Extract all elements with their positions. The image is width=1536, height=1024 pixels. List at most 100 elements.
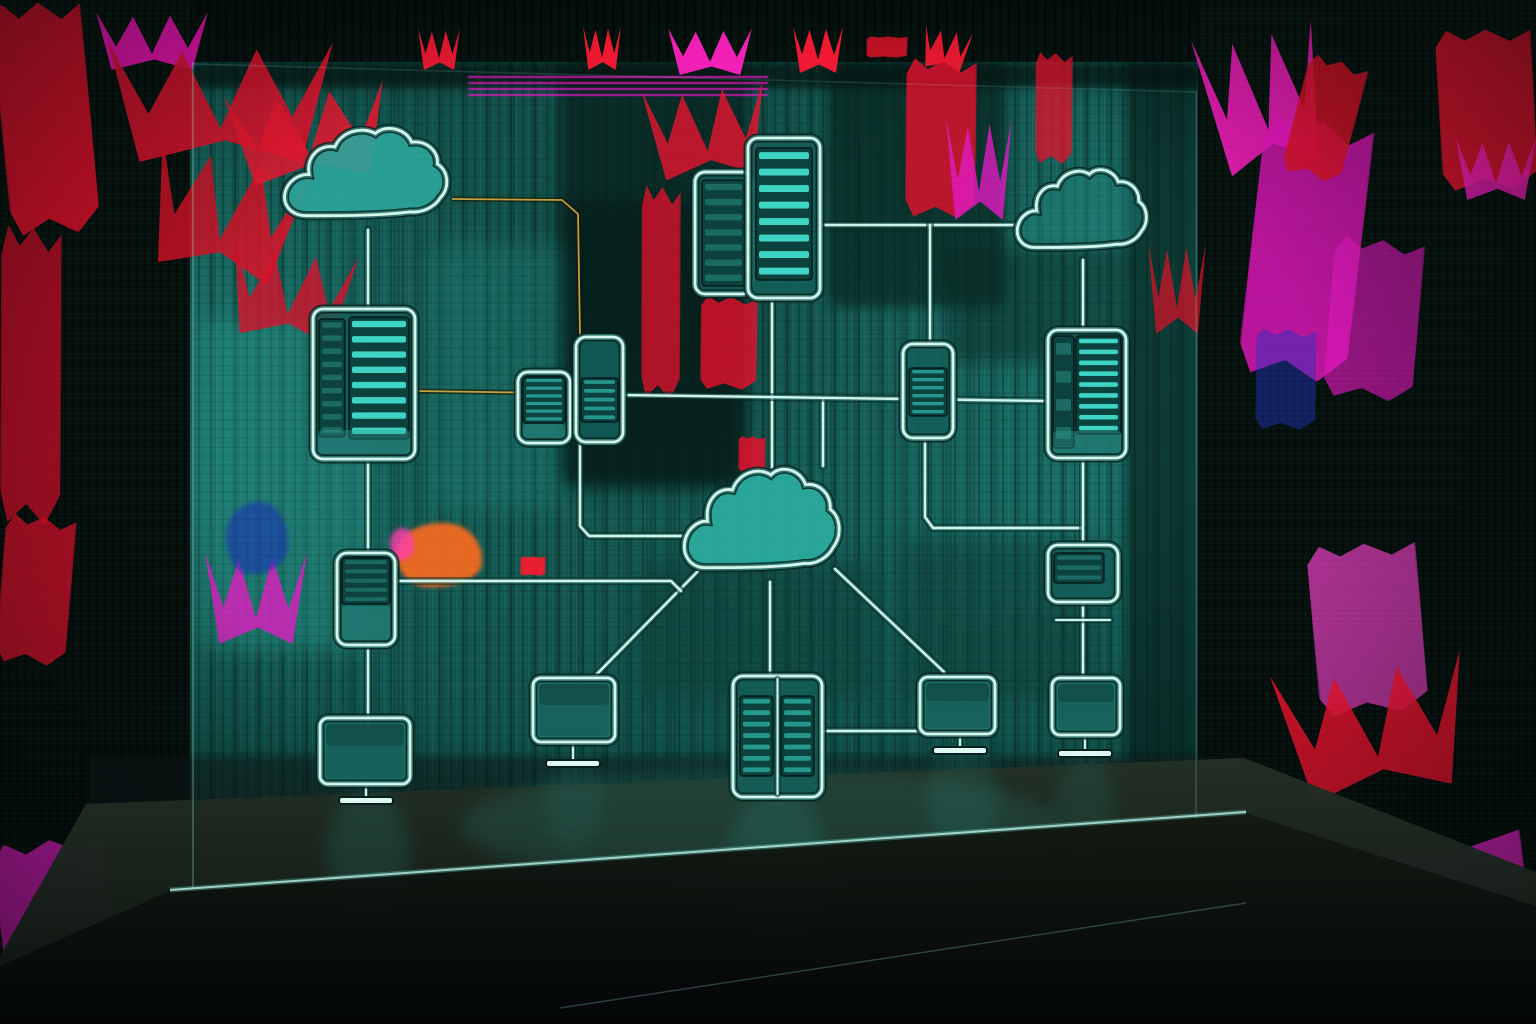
frame-lines-layer	[192, 62, 1197, 888]
cloud-top-left-outline	[283, 127, 449, 218]
device-mid-tall-slot	[584, 389, 615, 393]
device-mid-small-slot	[526, 409, 562, 413]
device-mid-tall-outline	[574, 335, 625, 444]
diag-cloud-to-monitor-right	[833, 567, 946, 674]
server-tower-front-slot	[759, 201, 809, 209]
rack-right-slot	[1056, 427, 1071, 439]
monitor-bottom-left	[315, 713, 415, 805]
server-tower-back-slot	[705, 183, 742, 191]
rack-left-slot	[322, 400, 342, 407]
rack-right-slot	[1079, 360, 1118, 366]
device-mid-tall-slot	[584, 397, 615, 402]
rack-right-outline	[1046, 328, 1128, 460]
monitor-center-left	[528, 673, 620, 768]
monitor-center-left-screen-shade	[539, 684, 609, 705]
monitor-nodes-layer	[315, 672, 1125, 805]
rack-left-slot	[352, 320, 406, 328]
server-tower-back	[690, 167, 757, 299]
cloud-top-left	[280, 123, 452, 221]
server-pair-bottom-slot	[784, 744, 811, 750]
box-right-small-slot	[1057, 555, 1101, 560]
box-right-small	[1043, 540, 1123, 607]
server-tower-back-slot	[705, 198, 742, 206]
cloud-center-outline	[682, 467, 841, 570]
box-left-small-slot	[345, 578, 387, 583]
server-right-small-slot	[912, 402, 944, 406]
device-mid-small-slot	[526, 378, 562, 383]
box-right-small-slot	[1057, 565, 1101, 570]
server-right-small-slot	[912, 370, 944, 374]
monitor-right-screen	[926, 683, 989, 728]
device-mid-tall	[571, 332, 628, 447]
rack-right-slot	[1079, 404, 1118, 409]
cloud-top-right-outline	[1015, 168, 1148, 249]
rack-right	[1043, 325, 1131, 463]
box-left-small	[332, 548, 400, 650]
cloud-center	[679, 464, 844, 573]
floor-edge-line	[169, 811, 1247, 891]
rack-left-slot	[322, 387, 342, 394]
box-right-small-outline	[1046, 543, 1120, 604]
bus-mid-right	[620, 393, 1050, 403]
rack-left-lower-bay	[318, 430, 410, 454]
box-left-small-slot	[345, 597, 387, 601]
rack-left-slot	[322, 361, 342, 368]
monitor-right-stand-base	[932, 746, 988, 755]
server-right-small-slot	[912, 378, 944, 382]
rack-left-outline	[311, 307, 417, 461]
monitor-bottom-left-outline	[318, 716, 412, 786]
server-right-small-outline	[901, 342, 955, 440]
floor-layer	[0, 744, 1536, 1024]
server-tower-front-panel-0	[755, 147, 813, 281]
rack-left-slot	[352, 397, 406, 404]
server-pair-bottom	[728, 671, 827, 802]
server-tower-back-slot	[705, 274, 742, 282]
rack-left-slot	[322, 414, 342, 420]
server-right-small-slot	[912, 386, 944, 390]
server-pair-bottom-slot	[784, 756, 811, 761]
device-mid-tall-slot	[584, 380, 615, 384]
cloud-top-right	[1012, 165, 1151, 253]
rack-right-slot	[1079, 349, 1118, 355]
monitor-right-outline	[918, 675, 997, 736]
rack-left-slot	[352, 336, 406, 343]
monitor-far-right-screen	[1058, 684, 1114, 729]
rack-left-slot	[352, 412, 406, 419]
server-pair-bottom-slot	[743, 756, 770, 761]
monitor-far-right-outline	[1050, 676, 1122, 737]
server-pair-bottom-slot	[784, 767, 811, 773]
rack-left-slot	[352, 427, 406, 434]
server-pair-bottom-slot	[784, 698, 811, 704]
server-tower-front-slot	[759, 251, 809, 259]
monitor-center-left-outline	[531, 676, 617, 744]
server-tower-front-slot	[759, 168, 809, 176]
connection-lines-layer	[364, 196, 1114, 735]
device-mid-tall-slot	[584, 415, 615, 420]
box-right-small-slot	[1057, 575, 1101, 580]
rack-right-slot	[1079, 338, 1118, 344]
monitor-far-right-screen-shade	[1058, 684, 1114, 702]
elbow-device-to-cloud	[578, 439, 688, 538]
server-right-small-slot	[912, 410, 944, 414]
server-pair-bottom-slot	[784, 710, 811, 716]
device-mid-tall-slot	[584, 406, 615, 411]
server-tower-back-slot	[705, 259, 742, 266]
server-tower-back-slot	[705, 229, 742, 236]
rack-right-slot	[1079, 414, 1118, 420]
monitor-center-left-stand-base	[545, 759, 601, 768]
rack-left-slot	[322, 427, 342, 433]
server-tower-front-slot	[759, 185, 809, 193]
floor-edge-line-2	[559, 902, 1247, 1009]
rack-right-panel-0	[1052, 335, 1075, 449]
monitor-far-right	[1047, 673, 1125, 758]
device-mid-small-slot	[526, 386, 562, 390]
rack-left-slot	[322, 322, 342, 328]
server-pair-bottom-slot	[743, 698, 770, 704]
rack-right-slot	[1079, 425, 1118, 431]
server-tower-front-slot	[759, 267, 809, 275]
monitor-bottom-left-screen-shade	[326, 724, 404, 746]
server-tower-front-slot	[759, 152, 809, 160]
monitor-far-right-stand-base	[1057, 749, 1113, 758]
